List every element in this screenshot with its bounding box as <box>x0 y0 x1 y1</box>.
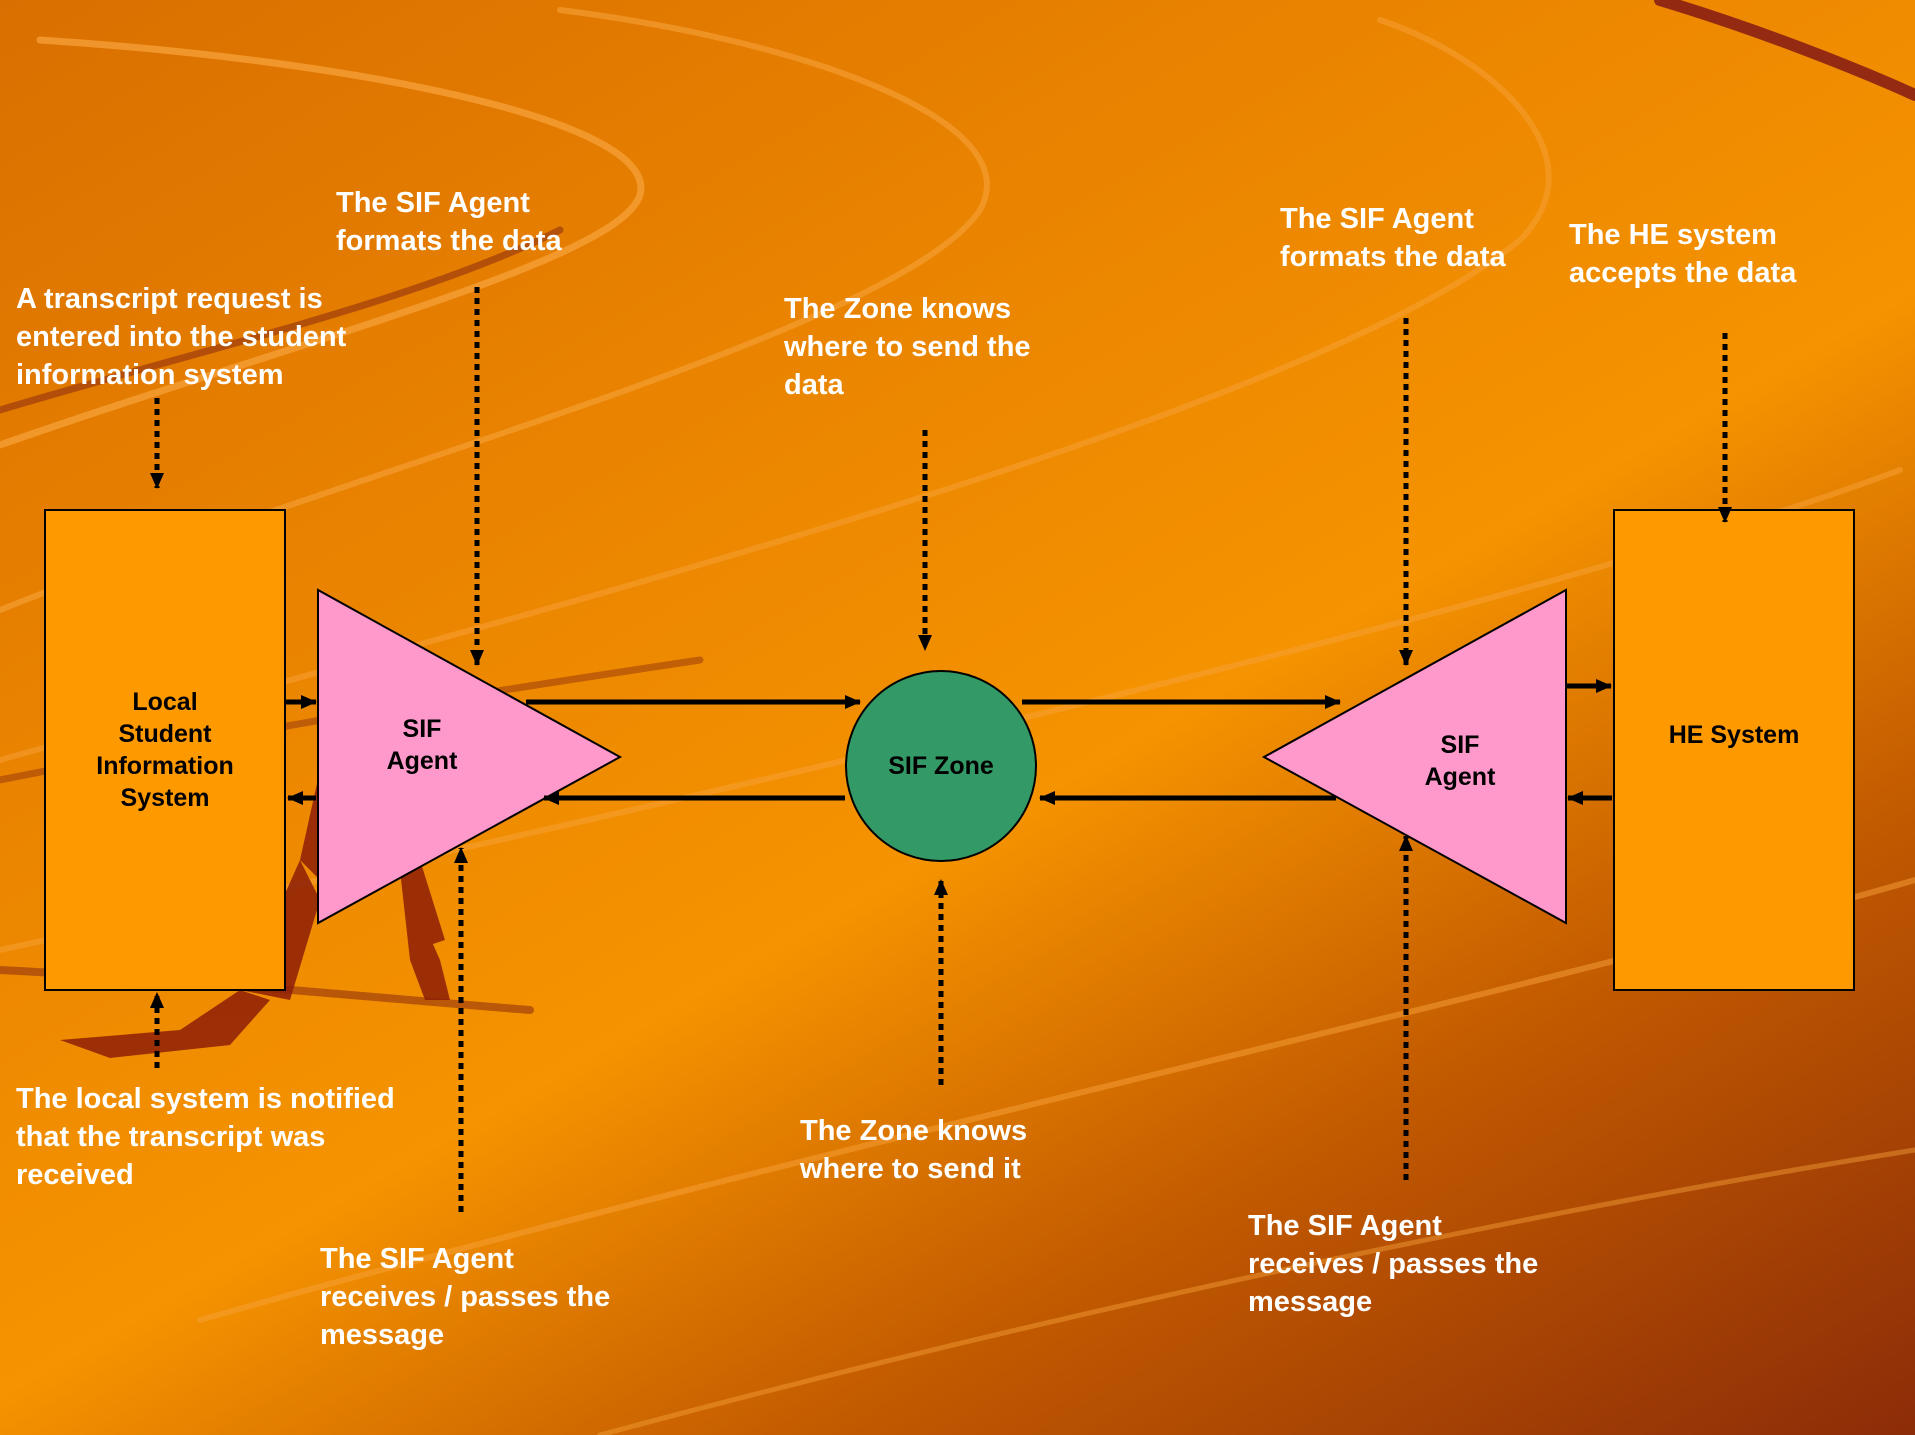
annotation-agent-receives-right: The SIF Agent receives / passes the mess… <box>1248 1210 1539 1318</box>
annotation-zone-knows-bottom: The Zone knows where to send it <box>800 1115 1028 1185</box>
sif-agent-left-triangle <box>317 588 623 925</box>
he-system-label: HE System <box>1668 721 1800 749</box>
annotation-he-accepts: The HE system accepts the data <box>1569 219 1797 289</box>
annotation-agent-formats-right: The SIF Agent formats the data <box>1280 203 1506 273</box>
annotation-zone-knows-top: The Zone knows where to send the data <box>784 293 1031 401</box>
annotation-local-notified: The local system is notified that the tr… <box>16 1083 395 1191</box>
local-sis-label: Local Student Information System <box>96 688 234 812</box>
annotation-transcript-request: A transcript request is entered into the… <box>16 283 347 391</box>
sif-agent-right-label: SIF Agent <box>1424 731 1496 791</box>
flow-arrows <box>286 679 1612 805</box>
he-system-box <box>1613 509 1855 991</box>
sif-agent-left-label: SIF Agent <box>386 715 458 775</box>
sif-zone-label: SIF Zone <box>888 752 994 780</box>
sif-agent-right-triangle <box>1261 588 1567 925</box>
annotation-agent-formats-left: The SIF Agent formats the data <box>336 187 562 257</box>
annotation-agent-receives-left: The SIF Agent receives / passes the mess… <box>320 1243 611 1351</box>
annotation-pointers <box>150 287 1732 1212</box>
sif-zone-circle <box>845 670 1037 862</box>
local-sis-box <box>44 509 286 991</box>
